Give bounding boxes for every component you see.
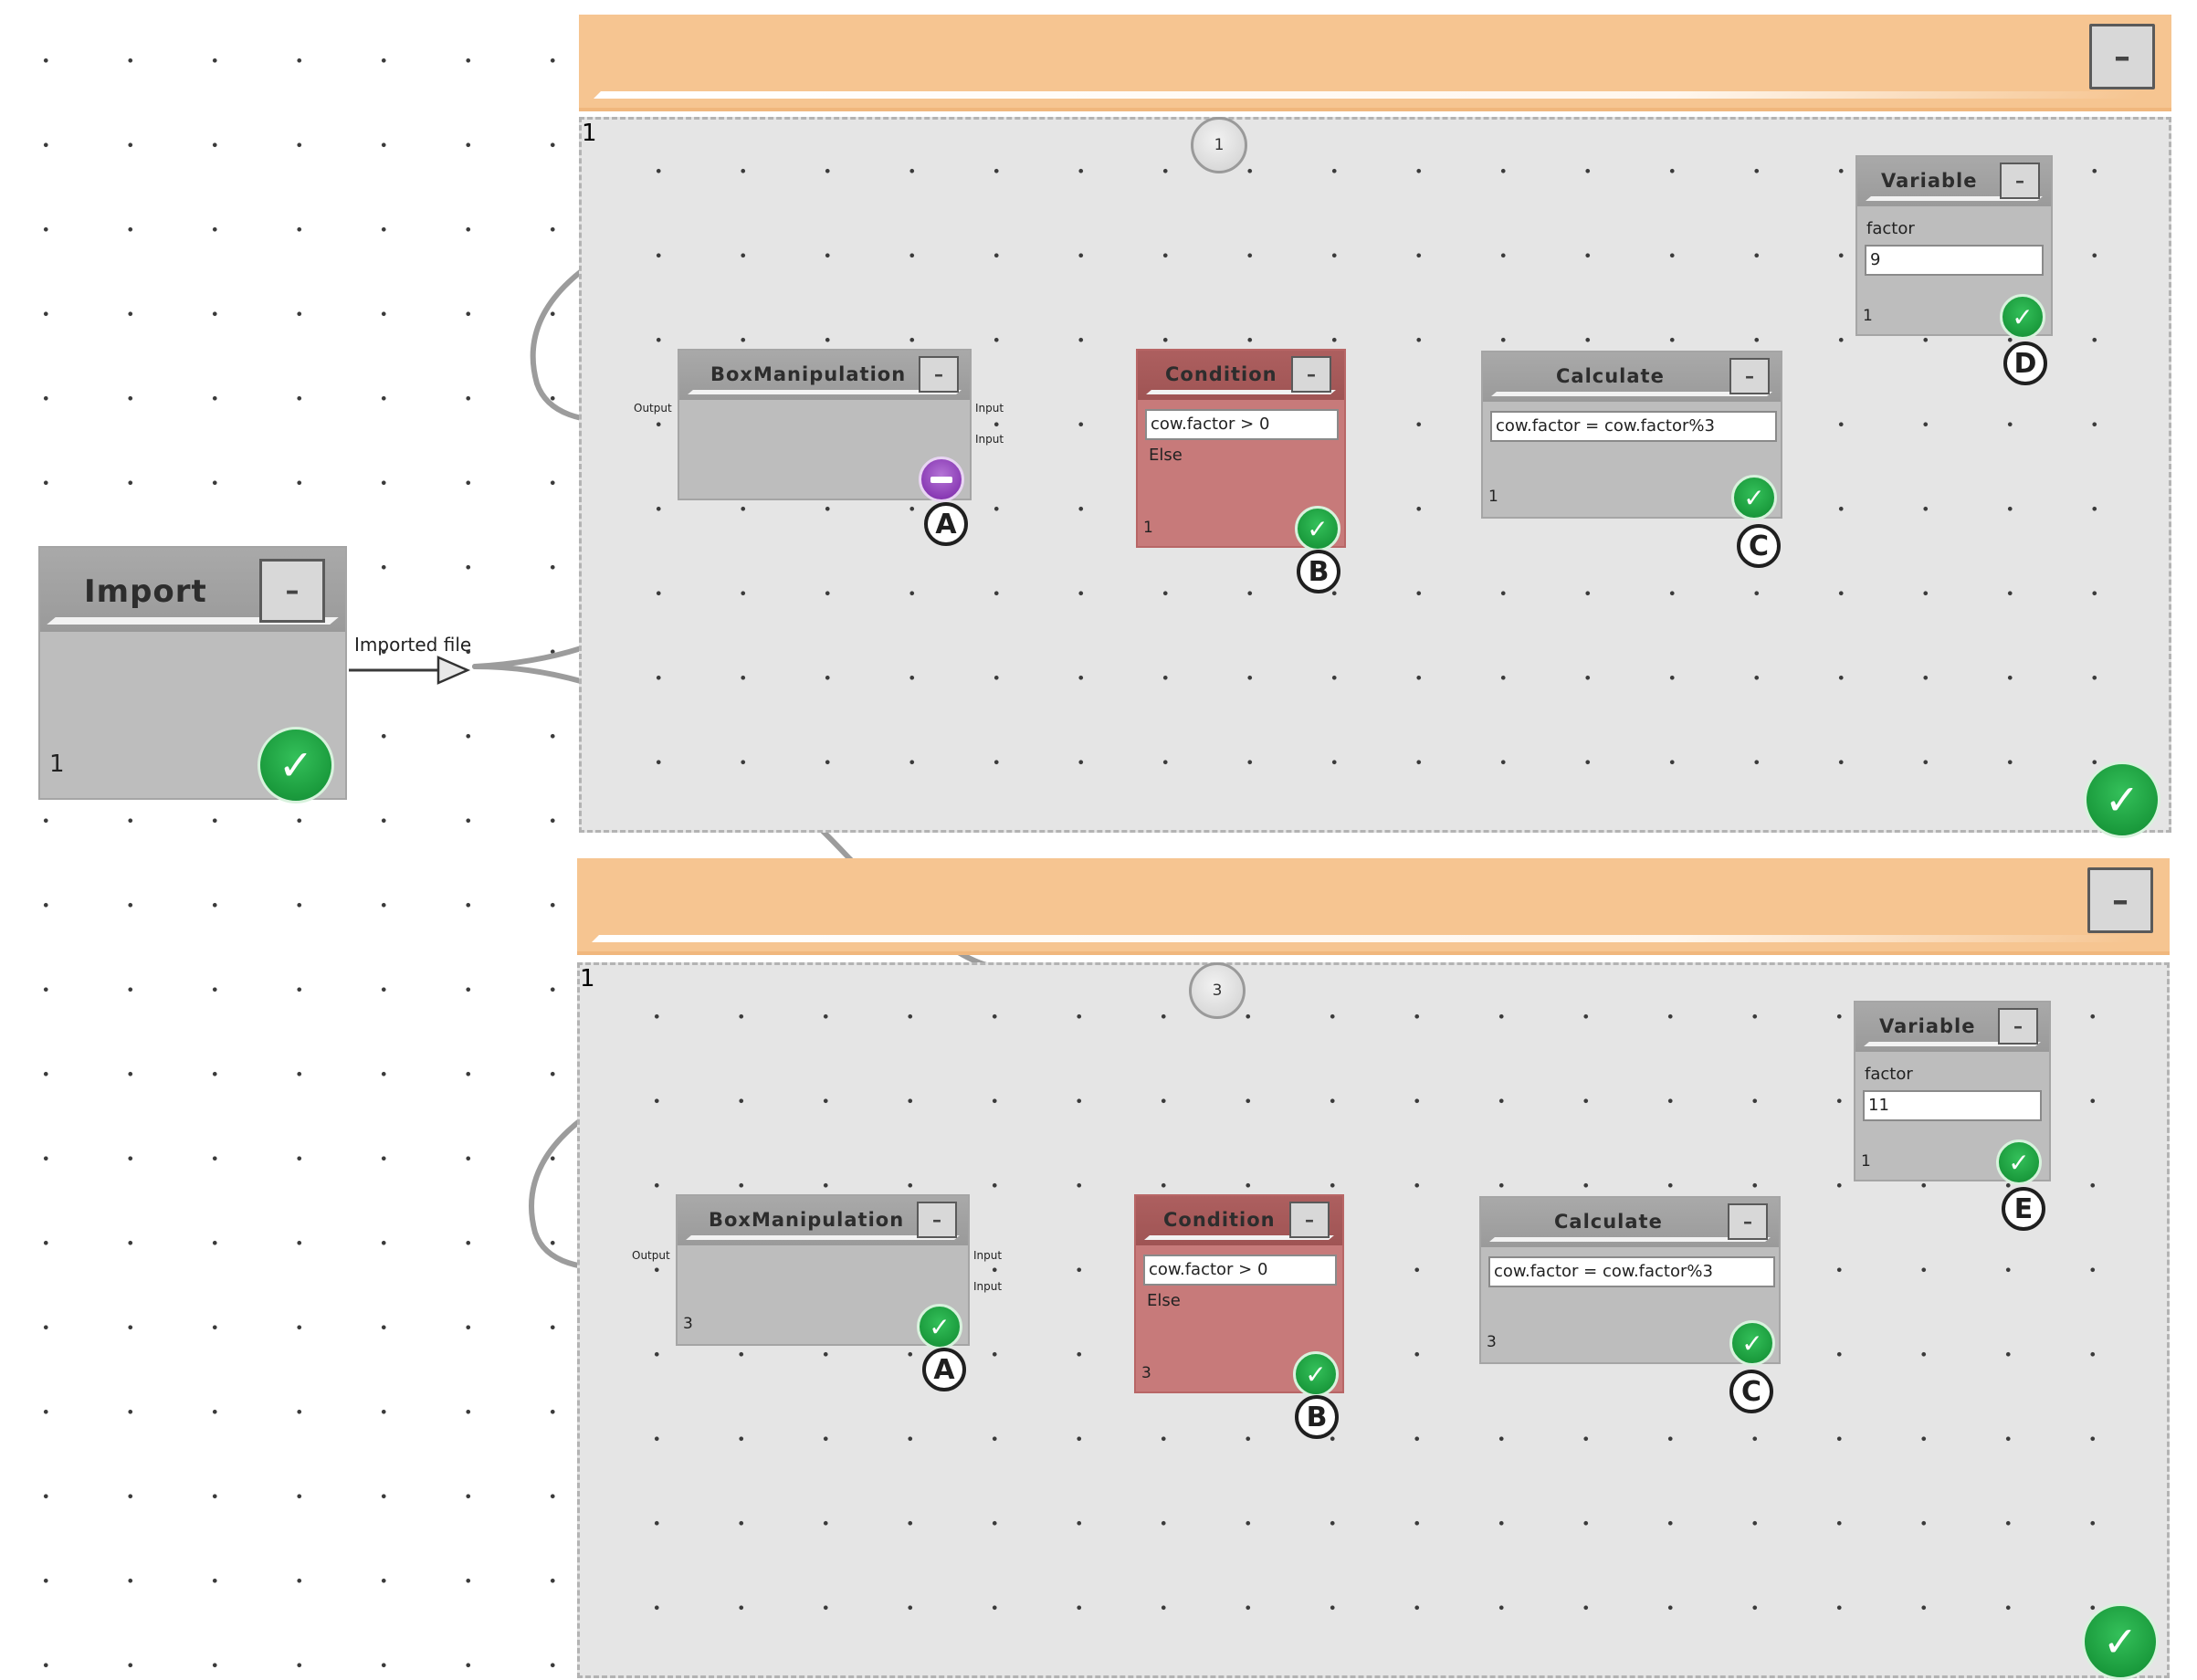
import-node[interactable]: Import – 1 ✓ [38, 546, 347, 803]
badge-d-group-1: D [2003, 341, 2047, 385]
import-node-count: 1 [49, 751, 65, 778]
group-1-condition-node[interactable]: Condition – cow.factor > 0 Else 1 ✓ [1136, 349, 1346, 551]
boxmanip-2-output-label: Output [632, 1249, 670, 1262]
calculate-1-status-check-icon: ✓ [1731, 475, 1777, 520]
boxmanip-2-minimize-button[interactable]: – [917, 1202, 957, 1238]
variable-1-field-label: factor [1866, 219, 1915, 238]
group-1-variable-node[interactable]: Variable – factor 9 1 ✓ [1855, 155, 2053, 340]
group-2-count: 1 [580, 965, 595, 992]
calculate-1-header[interactable]: Calculate – [1483, 352, 1781, 402]
condition-2-status-check-icon: ✓ [1293, 1351, 1339, 1397]
group-2-header[interactable]: – [577, 858, 2170, 955]
boxmanip-1-input2-label: Input [975, 433, 1004, 446]
boxmanip-1-input-label: Input [975, 402, 1004, 415]
group-2-status-check-icon: ✓ [2082, 1603, 2159, 1680]
condition-1-title: Condition [1165, 363, 1277, 385]
condition-2-expression-field[interactable]: cow.factor > 0 [1143, 1255, 1337, 1286]
boxmanip-2-input2-label: Input [973, 1280, 1003, 1293]
group-2-minimize-button[interactable]: – [2087, 867, 2153, 933]
variable-2-count: 1 [1861, 1152, 1871, 1171]
group-1-loop-counter[interactable]: 1 [1191, 117, 1247, 173]
boxmanip-1-minimize-button[interactable]: – [919, 356, 959, 393]
variable-1-status-check-icon: ✓ [2000, 294, 2045, 340]
condition-1-count: 1 [1143, 519, 1153, 537]
import-status-check-icon: ✓ [258, 727, 334, 803]
condition-2-header[interactable]: Condition – [1136, 1196, 1342, 1245]
variable-2-minimize-button[interactable]: – [1998, 1008, 2038, 1045]
calculate-1-count: 1 [1488, 488, 1498, 506]
condition-2-minimize-button[interactable]: – [1289, 1202, 1330, 1238]
calculate-2-title: Calculate [1554, 1211, 1663, 1233]
boxmanip-2-input-label: Input [973, 1249, 1003, 1262]
variable-2-status-check-icon: ✓ [1996, 1139, 2042, 1185]
variable-2-header[interactable]: Variable – [1855, 1003, 2049, 1052]
calculate-2-minimize-button[interactable]: – [1728, 1203, 1768, 1240]
group-2-boxmanipulation-node[interactable]: BoxManipulation – 3 ✓ [676, 1194, 970, 1349]
variable-1-minimize-button[interactable]: – [2000, 163, 2040, 199]
boxmanip-1-header[interactable]: BoxManipulation – [679, 351, 970, 400]
condition-2-count: 3 [1141, 1364, 1151, 1382]
calculate-1-title: Calculate [1556, 365, 1665, 387]
variable-2-title: Variable [1879, 1015, 1976, 1037]
badge-b-group-1: B [1297, 550, 1340, 593]
badge-b-group-2: B [1295, 1395, 1339, 1439]
import-output-label: Imported file [354, 634, 472, 656]
import-minimize-button[interactable]: – [259, 559, 325, 623]
badge-a-group-2: A [922, 1348, 966, 1391]
import-node-header[interactable]: Import – [40, 548, 345, 632]
condition-1-expression-field[interactable]: cow.factor > 0 [1145, 409, 1339, 440]
group-2-condition-node[interactable]: Condition – cow.factor > 0 Else 3 ✓ [1134, 1194, 1344, 1397]
calculate-2-header[interactable]: Calculate – [1481, 1198, 1779, 1247]
boxmanip-1-status-minus-icon [919, 457, 964, 502]
boxmanip-2-title: BoxManipulation [709, 1209, 905, 1231]
boxmanip-2-header[interactable]: BoxManipulation – [678, 1196, 968, 1245]
group-1-calculate-node[interactable]: Calculate – cow.factor = cow.factor%3 1 … [1481, 351, 1782, 520]
group-1-minimize-button[interactable]: – [2089, 24, 2155, 89]
condition-1-minimize-button[interactable]: – [1291, 356, 1331, 393]
group-1-boxmanipulation-node[interactable]: BoxManipulation – [678, 349, 972, 502]
variable-1-header[interactable]: Variable – [1857, 157, 2051, 206]
boxmanip-2-count: 3 [683, 1315, 693, 1333]
condition-1-else-label: Else [1149, 446, 1183, 465]
import-output-port [436, 656, 471, 685]
badge-c-group-1: C [1737, 524, 1781, 568]
condition-1-header[interactable]: Condition – [1138, 351, 1344, 400]
boxmanip-1-output-label: Output [634, 402, 672, 415]
group-1-header[interactable]: – [579, 15, 2171, 111]
condition-2-title: Condition [1163, 1209, 1276, 1231]
badge-e-group-2: E [2002, 1187, 2045, 1231]
variable-2-field-label: factor [1865, 1065, 1913, 1084]
condition-2-else-label: Else [1147, 1291, 1181, 1310]
import-node-title: Import [84, 573, 207, 610]
group-1-status-check-icon: ✓ [2084, 761, 2160, 838]
calculate-2-expression-field[interactable]: cow.factor = cow.factor%3 [1488, 1256, 1775, 1287]
variable-1-value-field[interactable]: 9 [1865, 245, 2044, 276]
variable-2-value-field[interactable]: 11 [1863, 1090, 2042, 1121]
variable-1-title: Variable [1881, 170, 1978, 192]
calculate-2-status-check-icon: ✓ [1729, 1320, 1775, 1366]
badge-a-group-1: A [924, 502, 968, 546]
boxmanip-2-status-check-icon: ✓ [917, 1304, 962, 1349]
boxmanip-1-title: BoxManipulation [710, 363, 907, 385]
condition-1-status-check-icon: ✓ [1295, 506, 1340, 551]
group-2-calculate-node[interactable]: Calculate – cow.factor = cow.factor%3 3 … [1479, 1196, 1781, 1366]
group-1-count: 1 [582, 120, 597, 147]
group-2-variable-node[interactable]: Variable – factor 11 1 ✓ [1854, 1001, 2051, 1185]
group-2-loop-counter[interactable]: 3 [1189, 962, 1246, 1019]
calculate-1-minimize-button[interactable]: – [1729, 358, 1770, 394]
badge-c-group-2: C [1729, 1370, 1773, 1413]
calculate-1-expression-field[interactable]: cow.factor = cow.factor%3 [1490, 411, 1777, 442]
variable-1-count: 1 [1863, 307, 1873, 325]
calculate-2-count: 3 [1487, 1333, 1497, 1351]
